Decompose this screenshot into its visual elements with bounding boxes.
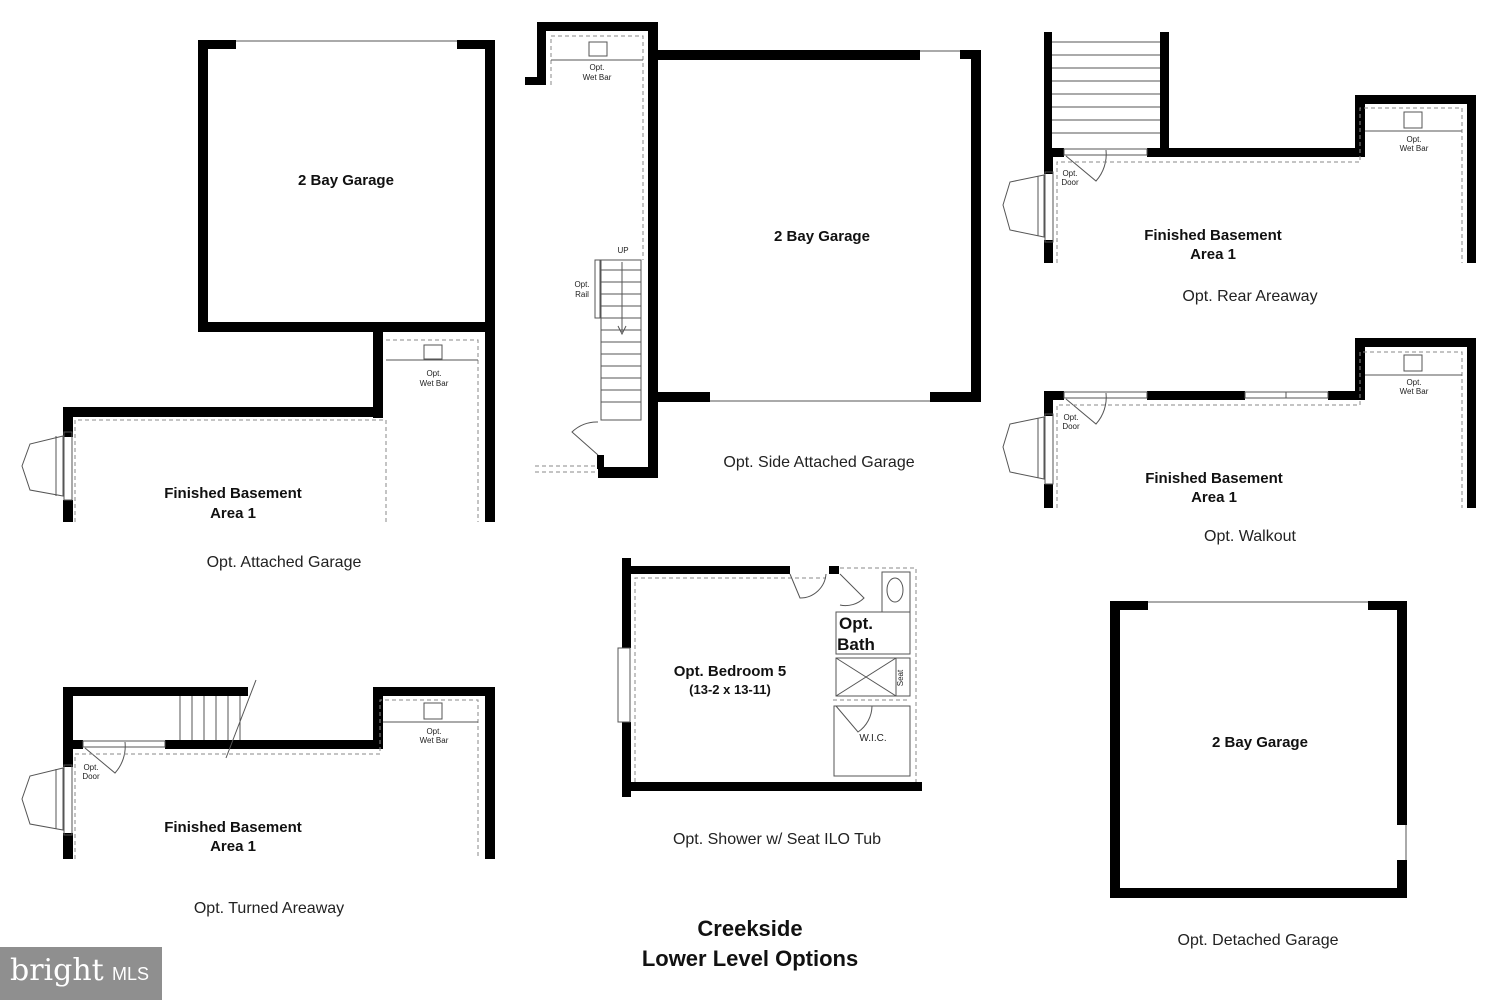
bath-label: Bath [837, 635, 875, 654]
garage-label: 2 Bay Garage [774, 228, 870, 245]
sheet-subtitle: Lower Level Options [642, 946, 858, 971]
basement-label: Finished Basement [1145, 470, 1283, 487]
seat-label: Seat [896, 669, 905, 686]
door-label: Door [1062, 422, 1080, 431]
wet-bar-label: Wet Bar [420, 379, 449, 388]
basement-label: Area 1 [1191, 489, 1237, 506]
wet-bar-label: Wet Bar [1400, 387, 1429, 396]
door-label: Opt. [83, 763, 98, 772]
watermark-brand: bright [10, 953, 104, 988]
plan-detached-garage [1110, 601, 1407, 898]
door-label: Opt. [1062, 169, 1077, 178]
caption-side-attached-garage: Opt. Side Attached Garage [723, 454, 914, 471]
wic-label: W.I.C. [859, 733, 886, 744]
door-label: Opt. [1063, 413, 1078, 422]
caption-shower-seat: Opt. Shower w/ Seat ILO Tub [673, 831, 881, 848]
basement-label: Finished Basement [164, 485, 302, 502]
plan-attached-garage [21, 40, 495, 522]
caption-rear-areaway: Opt. Rear Areaway [1182, 288, 1317, 305]
bath-label: Opt. [839, 614, 873, 633]
garage-label: 2 Bay Garage [298, 172, 394, 189]
door-label: Door [82, 772, 100, 781]
caption-walkout: Opt. Walkout [1204, 528, 1296, 545]
stair-up-label: UP [617, 246, 628, 255]
wet-bar-label: Wet Bar [420, 736, 449, 745]
watermark-suffix: MLS [112, 964, 150, 984]
plan-shower-seat [617, 558, 922, 797]
bedroom-label: Opt. Bedroom 5 [674, 663, 787, 680]
garage-label: 2 Bay Garage [1212, 734, 1308, 751]
rail-label: Rail [575, 290, 589, 299]
basement-label: Area 1 [210, 838, 256, 855]
rail-label: Opt. [574, 280, 589, 289]
basement-label: Finished Basement [164, 819, 302, 836]
door-label: Door [1061, 178, 1079, 187]
wet-bar-label: Opt. [1406, 378, 1421, 387]
wet-bar-label: Opt. [589, 63, 604, 72]
bedroom-dimensions: (13-2 x 13-11) [689, 682, 771, 697]
caption-turned-areaway: Opt. Turned Areaway [194, 900, 344, 917]
wet-bar-label: Opt. [1406, 135, 1421, 144]
plan-rear-areaway [1002, 32, 1476, 263]
caption-attached-garage: Opt. Attached Garage [207, 554, 362, 571]
wet-bar-label: Wet Bar [1400, 144, 1429, 153]
caption-detached-garage: Opt. Detached Garage [1178, 932, 1339, 949]
wet-bar-label: Opt. [426, 727, 441, 736]
sheet-title: Creekside [697, 916, 802, 941]
basement-label: Finished Basement [1144, 227, 1282, 244]
wet-bar-label: Wet Bar [583, 73, 612, 82]
plan-side-attached-garage [525, 22, 981, 478]
bright-mls-watermark: bright MLS [0, 947, 162, 1000]
basement-label: Area 1 [210, 505, 256, 522]
plan-walkout [1002, 338, 1476, 508]
plan-turned-areaway [21, 679, 495, 859]
basement-label: Area 1 [1190, 246, 1236, 263]
wet-bar-label: Opt. [426, 369, 441, 378]
